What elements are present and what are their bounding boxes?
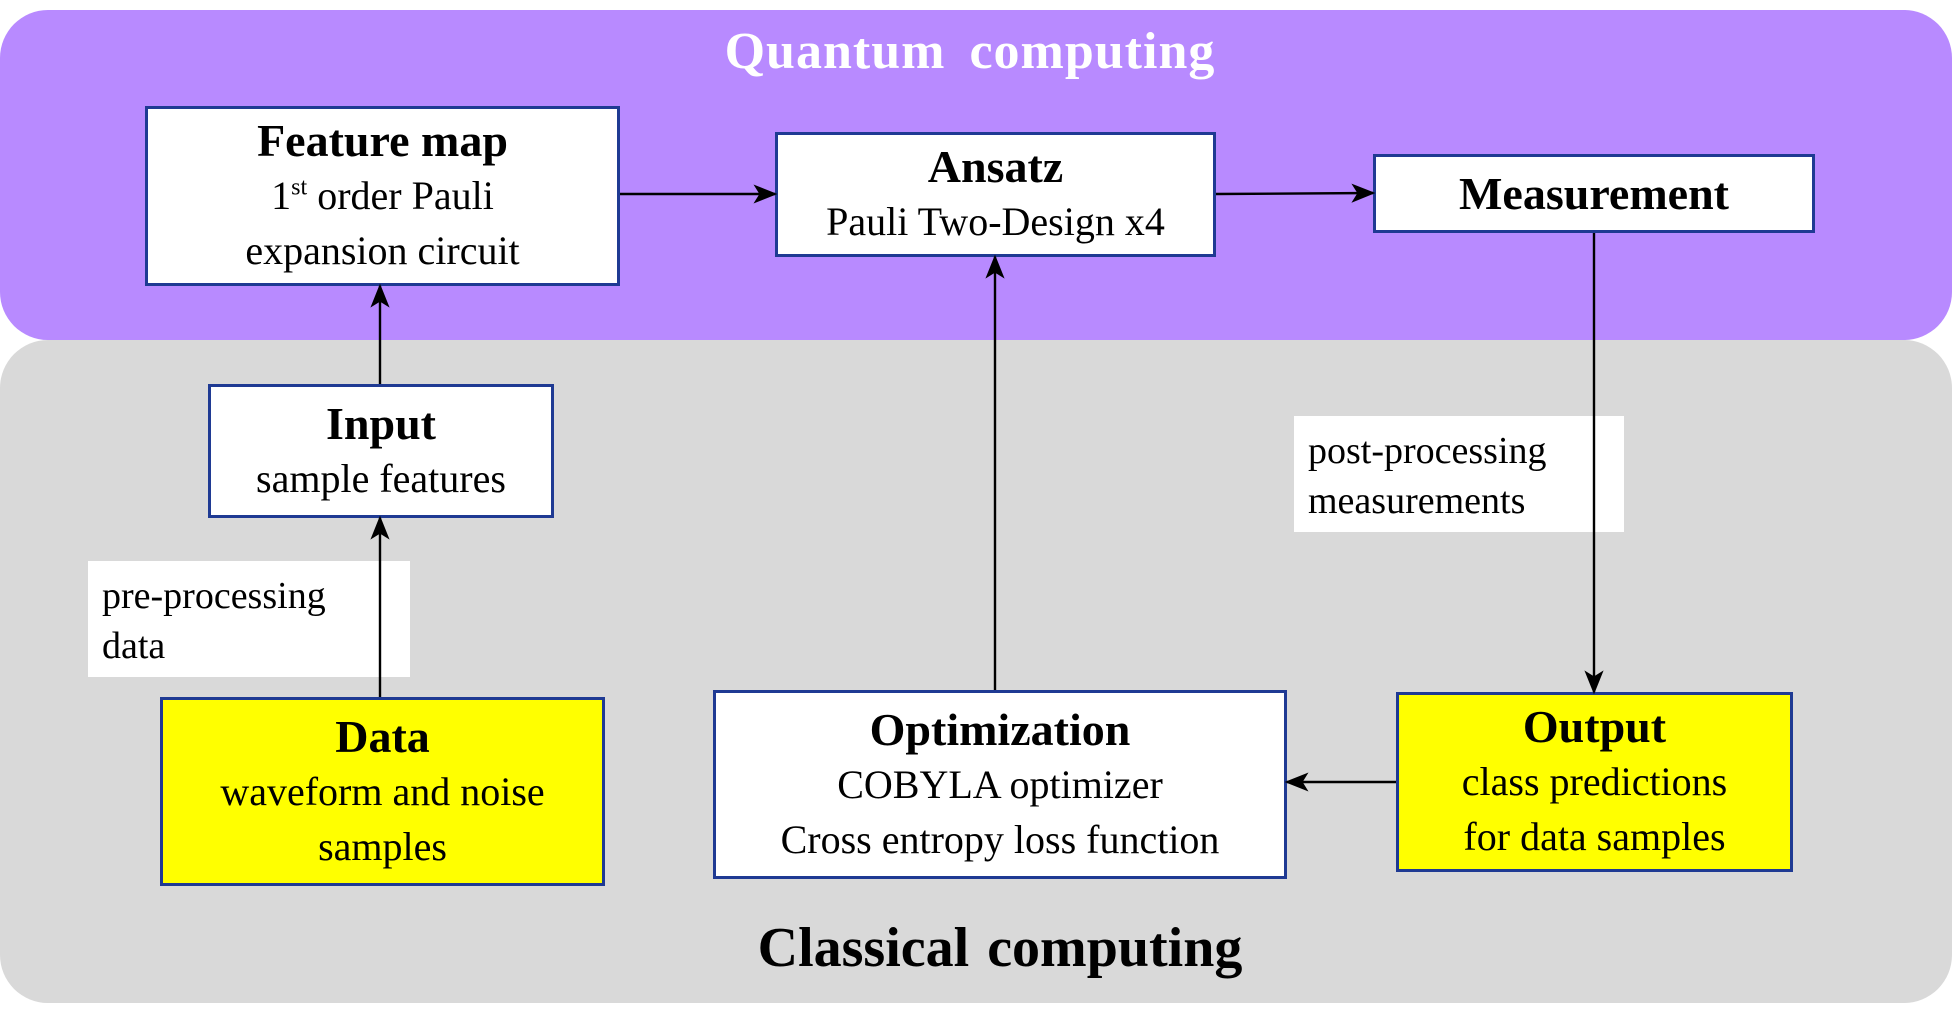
data-line-2: samples <box>318 823 447 869</box>
data-line-1: waveform and noise <box>220 768 545 814</box>
input-line-1: sample features <box>256 455 506 501</box>
classical-computing-title: Classical computing <box>757 917 1243 979</box>
feature-map-line-1: 1st order Pauli <box>271 173 494 218</box>
ansatz-line-1: Pauli Two-Design x4 <box>826 199 1165 244</box>
preprocessing-label: pre-processing data <box>88 561 410 677</box>
preprocessing-label-line-1: pre-processing <box>102 575 326 617</box>
optimization-box: Optimization COBYLA optimizer Cross entr… <box>713 690 1287 879</box>
input-title: Input <box>326 397 436 449</box>
measurement-title: Measurement <box>1459 167 1729 219</box>
output-box: Output class predictions for data sample… <box>1396 692 1793 872</box>
optimization-line-2: Cross entropy loss function <box>780 816 1220 862</box>
postprocessing-label-line-1: post-processing <box>1308 430 1547 472</box>
feature-map-line-2: expansion circuit <box>245 228 520 273</box>
output-line-1: class predictions <box>1461 759 1728 804</box>
output-line-2: for data samples <box>1463 814 1726 859</box>
postprocessing-label: post-processing measurements <box>1294 416 1624 532</box>
optimization-line-1: COBYLA optimizer <box>837 761 1163 807</box>
postprocessing-label-line-2: measurements <box>1308 480 1526 522</box>
measurement-box: Measurement <box>1373 154 1815 233</box>
data-box: Data waveform and noise samples <box>160 697 605 886</box>
ansatz-title: Ansatz <box>927 141 1064 192</box>
quantum-computing-title: Quantum computing <box>724 23 1216 80</box>
data-title: Data <box>335 710 430 762</box>
input-box: Input sample features <box>208 384 554 518</box>
ansatz-box: Ansatz Pauli Two-Design x4 <box>775 132 1216 257</box>
output-title: Output <box>1522 701 1667 752</box>
preprocessing-label-line-2: data <box>102 625 166 667</box>
feature-map-box: Feature map 1st order Pauli expansion ci… <box>145 106 620 286</box>
optimization-title: Optimization <box>869 703 1131 755</box>
feature-map-title: Feature map <box>257 115 508 166</box>
